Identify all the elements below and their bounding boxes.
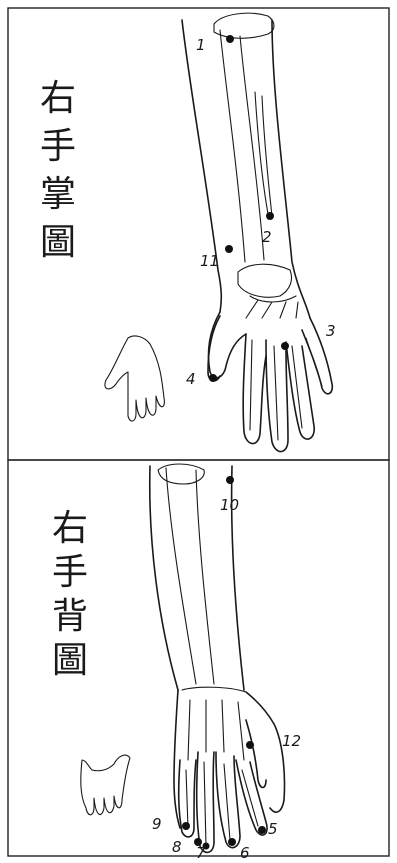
palm-caption-char-4: 圖 — [40, 222, 76, 263]
acupoint-11-dot — [225, 245, 233, 253]
palm-caption: 右 手 掌 圖 — [40, 78, 76, 263]
back-panel: 右 手 背 圖 — [8, 460, 389, 862]
acupoint-2-label: 2 — [262, 228, 272, 246]
back-caption-char-3: 背 — [52, 596, 88, 637]
acupoint-12-dot — [246, 741, 254, 749]
acupoint-8-label: 8 — [172, 838, 182, 856]
back-acupoints: 10 12 9 8 7 6 5 — [152, 476, 301, 862]
acupoint-4-label: 4 — [186, 370, 196, 388]
acupoint-10-label: 10 — [220, 496, 239, 514]
acupoint-3-dot — [281, 342, 289, 350]
acupoint-9-label: 9 — [152, 815, 162, 833]
palm-caption-char-2: 手 — [40, 126, 76, 167]
acupoint-3-label: 3 — [326, 322, 336, 340]
acupoint-1-dot — [226, 35, 234, 43]
back-hand-icon — [81, 755, 130, 815]
palm-hand-icon — [105, 336, 164, 421]
back-caption-char-2: 手 — [52, 552, 88, 593]
acupoint-1-label: 1 — [196, 36, 206, 54]
acupoint-5-label: 5 — [268, 820, 278, 838]
acupoint-12-label: 12 — [282, 732, 301, 750]
acupoint-7-label: 7 — [196, 844, 206, 862]
palm-caption-char-1: 右 — [40, 78, 76, 119]
acupoint-5-dot — [258, 826, 266, 834]
palm-forearm-drawing — [182, 13, 332, 451]
back-caption: 右 手 背 圖 — [52, 508, 88, 681]
acupoint-11-label: 11 — [200, 252, 219, 270]
back-caption-char-4: 圖 — [52, 640, 88, 681]
acupoint-6-label: 6 — [240, 844, 250, 862]
back-forearm-drawing — [150, 464, 285, 852]
palm-acupoints: 1 2 11 3 4 — [186, 35, 336, 388]
acupoint-4-dot — [209, 374, 217, 382]
acupoint-6-dot — [228, 838, 236, 846]
acupoint-2-dot — [266, 212, 274, 220]
palm-panel: 右 手 掌 圖 — [8, 8, 389, 460]
acupoint-9-dot — [182, 822, 190, 830]
palm-caption-char-3: 掌 — [40, 174, 76, 215]
acupoint-10-dot — [226, 476, 234, 484]
back-caption-char-1: 右 — [52, 508, 88, 549]
